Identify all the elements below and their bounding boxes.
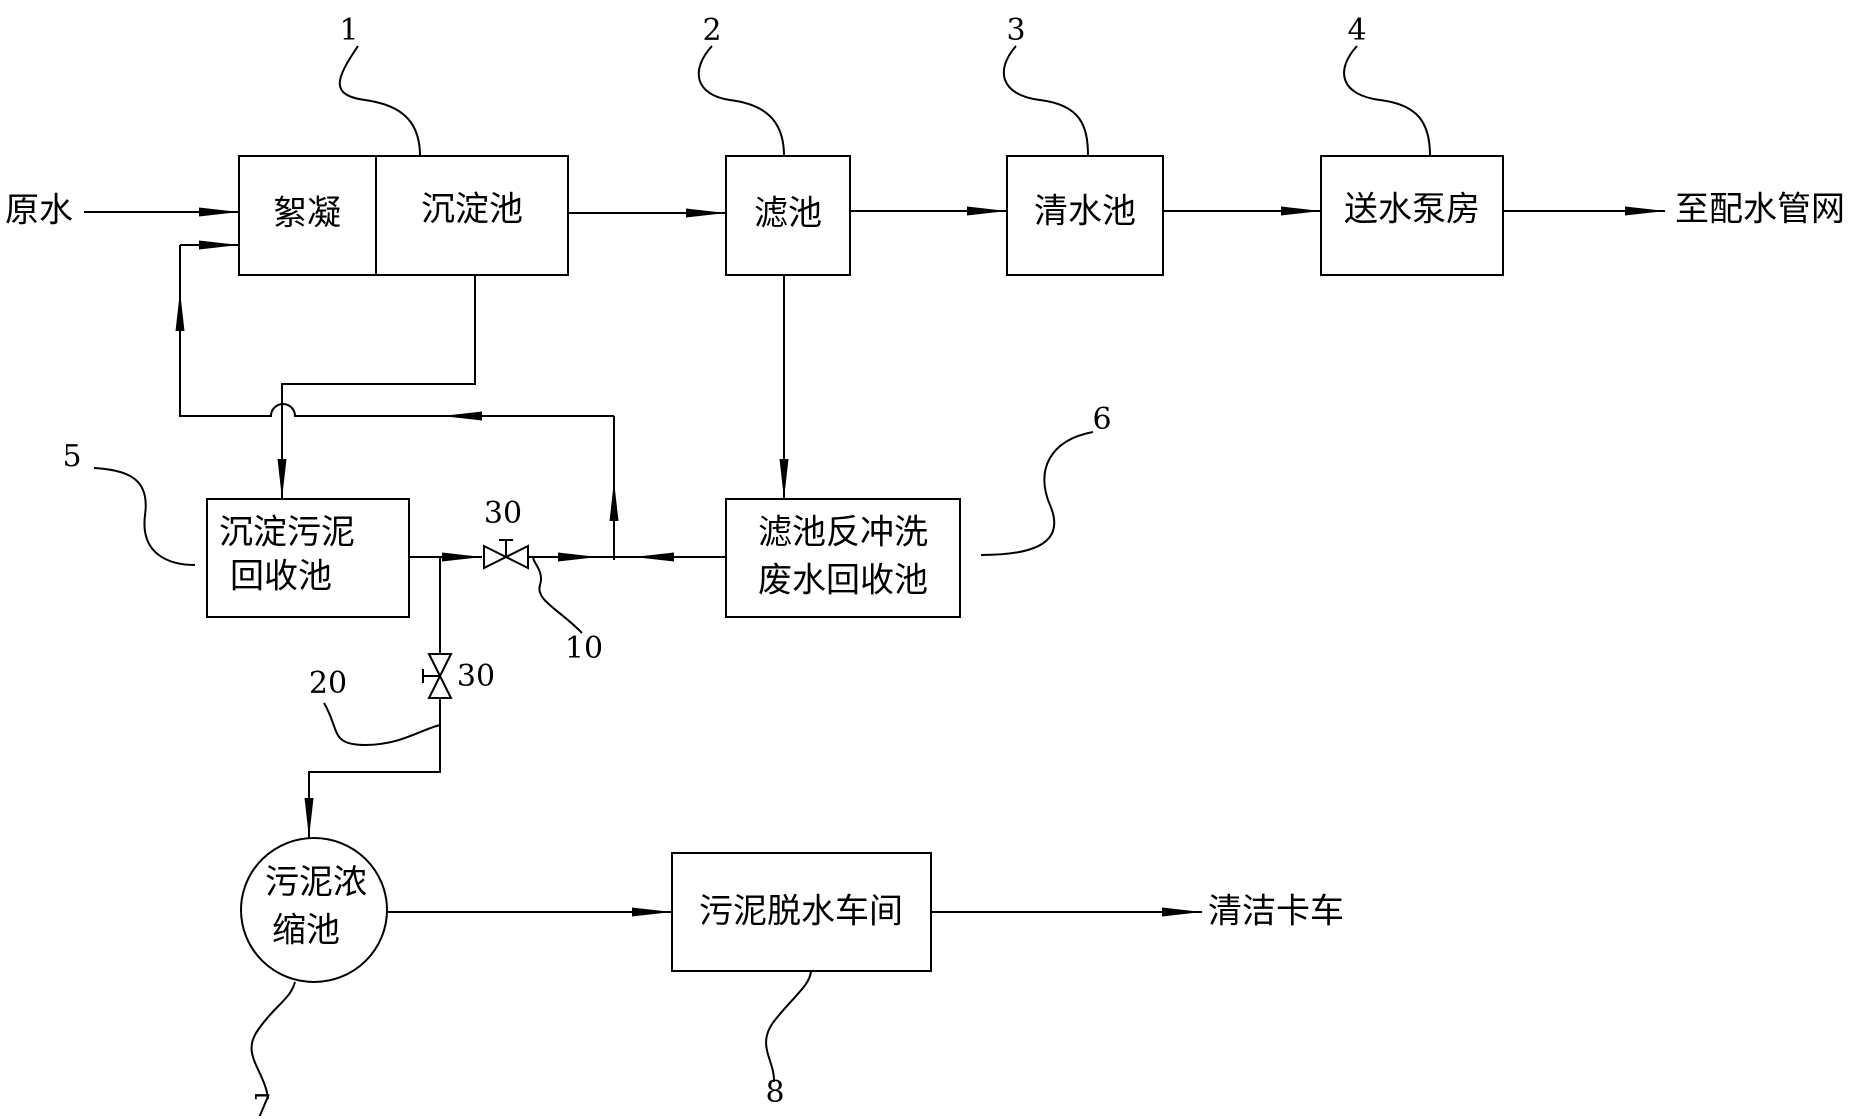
valve-v-label: 30 [457, 659, 495, 694]
pump-house-label: 送水泵房 [1344, 190, 1480, 230]
leader-4 [1343, 45, 1431, 157]
raw-water-label: 原水 [5, 191, 73, 231]
backwash-recovery-label-1: 滤池反冲洗 [758, 513, 928, 553]
arrow-sedimentation-to-sludge-recovery [277, 275, 476, 499]
leader-20 [323, 702, 441, 747]
leader-2 [697, 45, 785, 157]
leader-10 [532, 556, 583, 634]
flocculation-label: 絮凝 [273, 194, 341, 234]
thickener-label-1: 污泥浓 [265, 863, 367, 903]
valve-horizontal [483, 539, 529, 570]
valve-vertical [422, 653, 453, 699]
pump-house-box [1320, 155, 1504, 276]
clear-water-tank-label: 清水池 [1034, 192, 1136, 232]
unit-backwash-recovery-tank: 滤池反冲洗 废水回收池 [725, 498, 961, 618]
ref-20: 20 [309, 666, 347, 701]
ref-8: 8 [765, 1075, 784, 1110]
unit-clear-water-tank: 清水池 [1006, 155, 1164, 276]
thickener-label-2: 缩池 [272, 911, 340, 951]
unit-sludge-thickener: 污泥浓 缩池 [240, 837, 388, 983]
sludge-recovery-label-1: 沉淀污泥 [219, 513, 355, 553]
valve-h-body [483, 544, 529, 570]
clear-water-tank-box [1006, 155, 1164, 276]
filter-label: 滤池 [754, 194, 822, 234]
arrow-to-thickener [304, 698, 441, 838]
ref-4: 4 [1347, 13, 1366, 48]
leader-3 [1002, 45, 1089, 157]
leader-7 [250, 981, 296, 1100]
thickener-circle [240, 837, 388, 983]
unit-filter: 滤池 [725, 155, 851, 276]
ref-3: 3 [1006, 13, 1025, 48]
sludge-recovery-label-2: 回收池 [230, 557, 332, 597]
leader-1 [338, 45, 421, 157]
valve-h-label: 30 [484, 496, 522, 531]
clean-truck-label: 清洁卡车 [1208, 892, 1344, 932]
flocculation-sedimentation-box [238, 155, 569, 276]
leader-6 [980, 431, 1094, 556]
filter-box [725, 155, 851, 276]
ref-5: 5 [62, 439, 81, 474]
ref-2: 2 [702, 13, 721, 48]
unit-flocculation-sedimentation: 絮凝 沉淀池 [238, 155, 569, 276]
unit-sludge-recovery-tank: 沉淀污泥 回收池 [206, 498, 410, 618]
dewatering-workshop-label: 污泥脱水车间 [699, 892, 903, 932]
leader-8 [765, 970, 812, 1083]
unit-dewatering-workshop: 污泥脱水车间 [671, 852, 932, 972]
recycle-line [175, 291, 614, 417]
ref-1: 1 [339, 13, 358, 48]
distribution-network-label: 至配水管网 [1675, 190, 1845, 230]
ref-7: 7 [252, 1089, 271, 1119]
ref-10: 10 [565, 631, 603, 666]
backwash-recovery-label-2: 废水回收池 [758, 561, 928, 601]
ref-6: 6 [1092, 402, 1111, 437]
leader-5 [93, 467, 196, 566]
unit-pump-house: 送水泵房 [1320, 155, 1504, 276]
sedimentation-tank-label: 沉淀池 [421, 190, 523, 230]
valve-v-body [427, 653, 453, 699]
backwash-recovery-box [725, 498, 961, 618]
